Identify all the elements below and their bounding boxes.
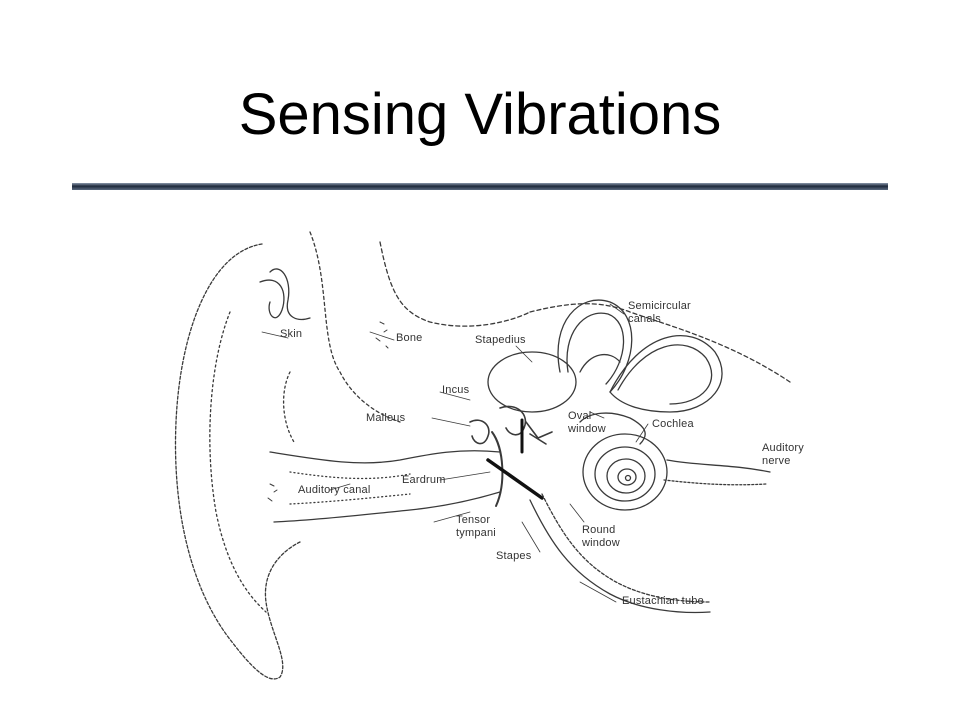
cochlea: [582, 433, 668, 511]
label-semicircular-canals: Semicircular canals: [628, 300, 691, 325]
title-divider: [72, 183, 888, 190]
pinna-outline: [174, 243, 301, 680]
semicircular-canal-3: [579, 353, 621, 373]
vestibule: [579, 412, 646, 445]
ear-illustration: [174, 231, 791, 680]
label-eardrum: Eardrum: [402, 474, 446, 486]
label-cochlea: Cochlea: [652, 418, 694, 430]
label-skin: Skin: [280, 328, 303, 340]
malleus: [469, 419, 490, 445]
canal-texture: [289, 471, 411, 480]
canal-upper: [269, 450, 501, 464]
ear-diagram: Skin Bone Stapedius Semicircular canals …: [170, 222, 830, 690]
skin-fold: [269, 268, 311, 321]
label-stapedius: Stapedius: [475, 334, 526, 346]
label-oval-window: Oval window: [568, 410, 606, 435]
label-auditory-nerve: Auditory nerve: [762, 442, 804, 467]
helix-ridge: [259, 279, 285, 319]
canal-lower: [273, 491, 501, 523]
auditory-nerve: [666, 459, 771, 473]
label-round-window: Round window: [582, 524, 620, 549]
eardrum: [491, 431, 504, 507]
label-bone: Bone: [396, 332, 423, 344]
semicircular-canal-1-inner: [566, 312, 625, 385]
antihelix: [282, 371, 295, 443]
semicircular-canal-1: [557, 299, 633, 393]
semicircular-canal-2: [609, 335, 723, 413]
label-auditory-canal: Auditory canal: [298, 484, 371, 496]
incus: [499, 405, 527, 436]
pointer-bar: [486, 458, 544, 500]
pinna-inner-fold: [209, 311, 267, 613]
bone-boundary: [379, 241, 531, 327]
label-eustachian-tube: Eustachian tube: [622, 595, 704, 607]
auditory-nerve-2: [663, 479, 767, 486]
label-tensor-tympani: Tensor tympani: [456, 514, 496, 539]
semicircular-canal-2-inner: [617, 344, 713, 405]
stapes: [525, 421, 553, 445]
skull-line: [309, 231, 401, 423]
eustachian-tube-2: [541, 493, 711, 603]
label-incus: Incus: [442, 384, 470, 396]
slide-title: Sensing Vibrations: [238, 82, 722, 147]
canal-texture-2: [289, 493, 411, 505]
label-stapes: Stapes: [496, 550, 532, 562]
eustachian-tube: [529, 499, 711, 614]
label-malleus: Malleus: [366, 412, 406, 424]
middle-ear-cavity: [487, 351, 577, 413]
temporal-bone: [529, 303, 791, 383]
